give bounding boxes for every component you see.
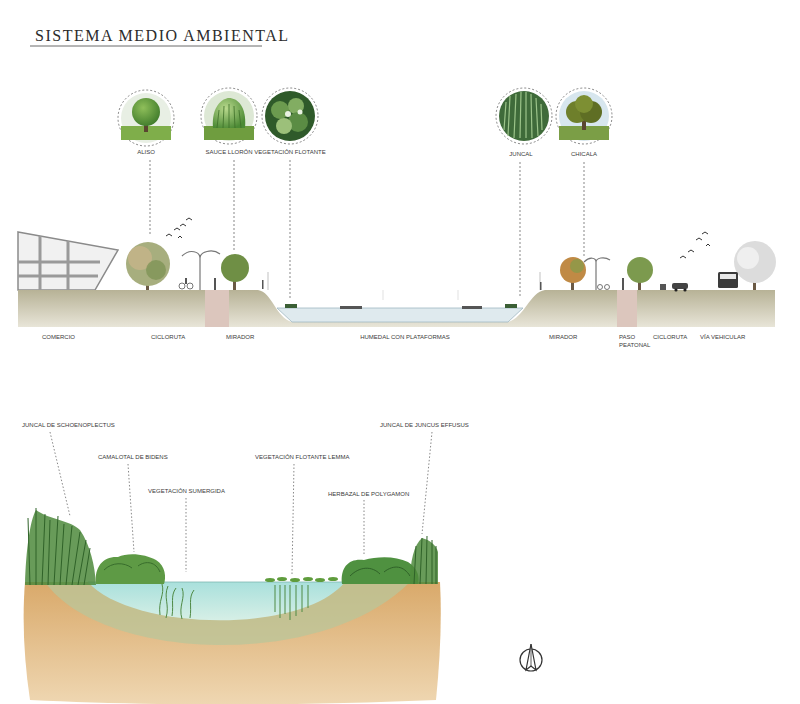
ghost-figures xyxy=(383,290,458,300)
title: SISTEMA MEDIO AMBIENTAL xyxy=(35,27,290,45)
part-label: HERBAZAL DE POLYGAMON xyxy=(328,490,409,498)
birds xyxy=(166,218,710,258)
north-arrow xyxy=(520,644,542,671)
crossing-base xyxy=(617,290,637,327)
species-photos xyxy=(118,88,612,146)
part-label: JUNCAL xyxy=(509,150,532,158)
part-label: VEGETACIÓN FLOTANTE LEMMA xyxy=(255,453,349,461)
street-lamps xyxy=(182,251,610,290)
part-label: MIRADOR xyxy=(549,333,577,341)
ground-section xyxy=(18,290,775,327)
part-label: VEGETACIÓN SUMERGIDA xyxy=(148,487,225,495)
part-label: VÍA VEHICULAR xyxy=(700,333,745,341)
part-label: VEGETACIÓN FLOTANTE xyxy=(254,148,325,156)
part-label: COMERCIO xyxy=(42,333,75,341)
commercial-building xyxy=(18,232,118,290)
part-label: HUMEDAL CON PLATAFORMAS xyxy=(360,333,450,341)
part-label: MIRADOR xyxy=(226,333,254,341)
platforms xyxy=(285,304,517,309)
wetland-water xyxy=(277,308,523,322)
part-label: JUNCAL DE SCHOENOPLECTUS xyxy=(22,421,115,429)
part-label: SAUCE LLORÓN xyxy=(205,148,252,156)
part-label: PASO PEATONAL xyxy=(619,333,649,349)
leader-lines xyxy=(50,432,432,574)
leader-lines xyxy=(150,160,584,298)
part-label: CICLORUTA xyxy=(653,333,687,341)
trees xyxy=(126,241,776,290)
part-label: CHICALA xyxy=(571,150,597,158)
title-underline xyxy=(30,46,262,47)
part-label: ALISO xyxy=(137,148,155,156)
part-label: CICLORUTA xyxy=(151,333,185,341)
part-label: JUNCAL DE JUNCUS EFFUSUS xyxy=(380,421,469,429)
figures xyxy=(179,272,738,292)
mirador-base xyxy=(205,290,229,327)
part-label: CAMALOTAL DE BIDENS xyxy=(98,453,168,461)
wetland-detail xyxy=(24,508,441,704)
